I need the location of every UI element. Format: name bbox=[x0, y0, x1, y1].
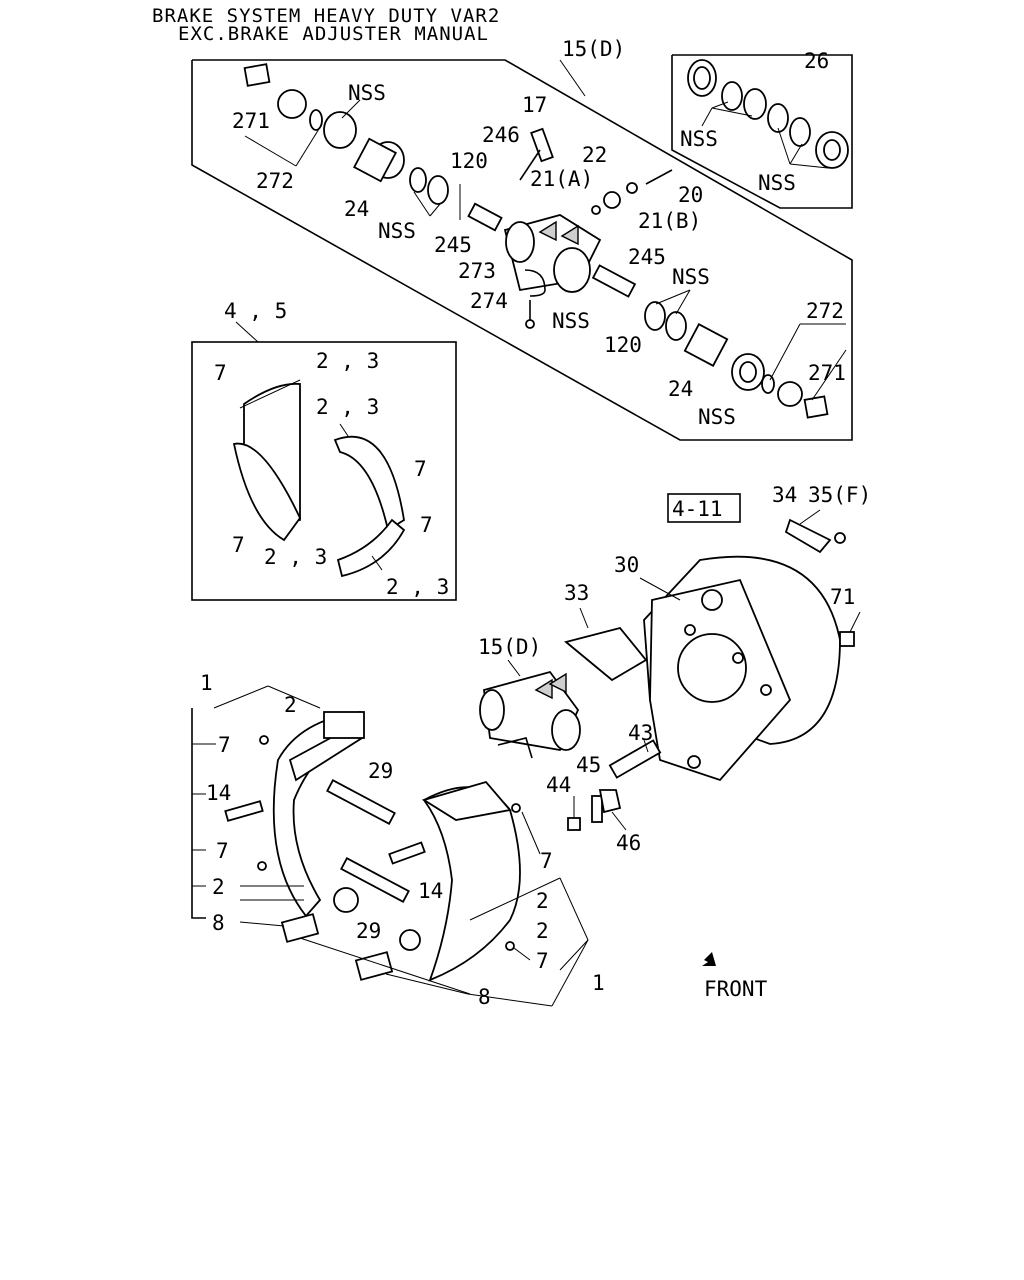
callout-label: 4 , 5 bbox=[224, 299, 287, 323]
callout-label: 43 bbox=[628, 721, 653, 745]
brake-shoe-assembly-right bbox=[299, 780, 589, 1007]
callout-label: 245 bbox=[628, 245, 666, 269]
callout-label: NSS bbox=[698, 405, 736, 429]
callout-label: 274 bbox=[470, 289, 508, 313]
callout-label: NSS bbox=[680, 127, 718, 151]
callout-label: 29 bbox=[368, 759, 393, 783]
callout-label: 7 bbox=[218, 733, 231, 757]
callout-label: 245 bbox=[434, 233, 472, 257]
callout-label: 2 bbox=[212, 875, 225, 899]
callout-label: 44 bbox=[546, 773, 571, 797]
ref-box bbox=[667, 493, 741, 523]
callout-label: 7 bbox=[414, 457, 427, 481]
callout-label: 271 bbox=[232, 109, 270, 133]
callout-label: 2 bbox=[536, 919, 549, 943]
callout-label: 7 bbox=[214, 361, 227, 385]
callout-label: 17 bbox=[522, 93, 547, 117]
backing-plate-assembly bbox=[564, 493, 861, 831]
callout-label: NSS bbox=[552, 309, 590, 333]
diagram-title-line2: EXC.BRAKE ADJUSTER MANUAL bbox=[178, 23, 489, 45]
callout-label: 246 bbox=[482, 123, 520, 147]
diagram-title-line1: BRAKE SYSTEM HEAVY DUTY VAR2 bbox=[152, 5, 500, 27]
callout-label: 7 bbox=[232, 533, 245, 557]
callout-label: 2 , 3 bbox=[316, 395, 379, 419]
callout-label: 1 bbox=[592, 971, 605, 995]
callout-label: 272 bbox=[256, 169, 294, 193]
callout-label: 26 bbox=[804, 49, 829, 73]
callout-label: 1 bbox=[200, 671, 213, 695]
callout-label: 2 bbox=[284, 693, 297, 717]
callout-label: 2 , 3 bbox=[264, 545, 327, 569]
front-label: FRONT bbox=[704, 977, 768, 1001]
callout-label: 20 bbox=[678, 183, 703, 207]
callout-label: 34 bbox=[772, 483, 797, 507]
ref-box-label: 4-11 bbox=[672, 497, 723, 521]
callout-label: 22 bbox=[582, 143, 607, 167]
callout-label: 2 , 3 bbox=[316, 349, 379, 373]
callout-label: 46 bbox=[616, 831, 641, 855]
callout-label: 8 bbox=[212, 911, 225, 935]
arrow-icon bbox=[684, 950, 716, 966]
callout-label: 7 bbox=[540, 849, 553, 873]
callout-label: 15(D) bbox=[478, 635, 541, 659]
callout-label: 21(B) bbox=[638, 209, 701, 233]
callout-label: 273 bbox=[458, 259, 496, 283]
callout-label: 7 bbox=[420, 513, 433, 537]
wheel-cylinder-assembly bbox=[479, 659, 581, 759]
callout-label: 120 bbox=[450, 149, 488, 173]
callout-label: 120 bbox=[604, 333, 642, 357]
callout-label: 33 bbox=[564, 581, 589, 605]
callout-label: 272 bbox=[806, 299, 844, 323]
callout-label: 24 bbox=[344, 197, 369, 221]
callout-label: 71 bbox=[830, 585, 855, 609]
callout-label: NSS bbox=[348, 81, 386, 105]
callout-label: NSS bbox=[672, 265, 710, 289]
callout-label: 35(F) bbox=[808, 483, 871, 507]
callout-label: 30 bbox=[614, 553, 639, 577]
lining-inset bbox=[191, 321, 457, 601]
wheel-cylinder-frame bbox=[191, 59, 853, 441]
callout-label: 24 bbox=[668, 377, 693, 401]
callout-label: 29 bbox=[356, 919, 381, 943]
callout-label: 14 bbox=[418, 879, 443, 903]
callout-label: 14 bbox=[206, 781, 231, 805]
wheel-cylinder-parts bbox=[243, 59, 847, 419]
callout-label: 8 bbox=[478, 985, 491, 1009]
callout-labels: 15(D) 26 NSS 271 272 17 246 120 22 21(A)… bbox=[200, 37, 871, 1009]
callout-label: NSS bbox=[758, 171, 796, 195]
callout-label: 21(A) bbox=[530, 167, 593, 191]
callout-label: 45 bbox=[576, 753, 601, 777]
callout-label: NSS bbox=[378, 219, 416, 243]
callout-label: 7 bbox=[536, 949, 549, 973]
front-arrow: FRONT bbox=[684, 950, 768, 1001]
brake-shoe-assembly-left bbox=[191, 685, 426, 943]
callout-label: 2 bbox=[536, 889, 549, 913]
callout-label: 271 bbox=[808, 361, 846, 385]
callout-label: 15(D) bbox=[562, 37, 625, 61]
callout-label: 2 , 3 bbox=[386, 575, 449, 599]
callout-label: 7 bbox=[216, 839, 229, 863]
repair-kit-frame bbox=[671, 54, 853, 209]
